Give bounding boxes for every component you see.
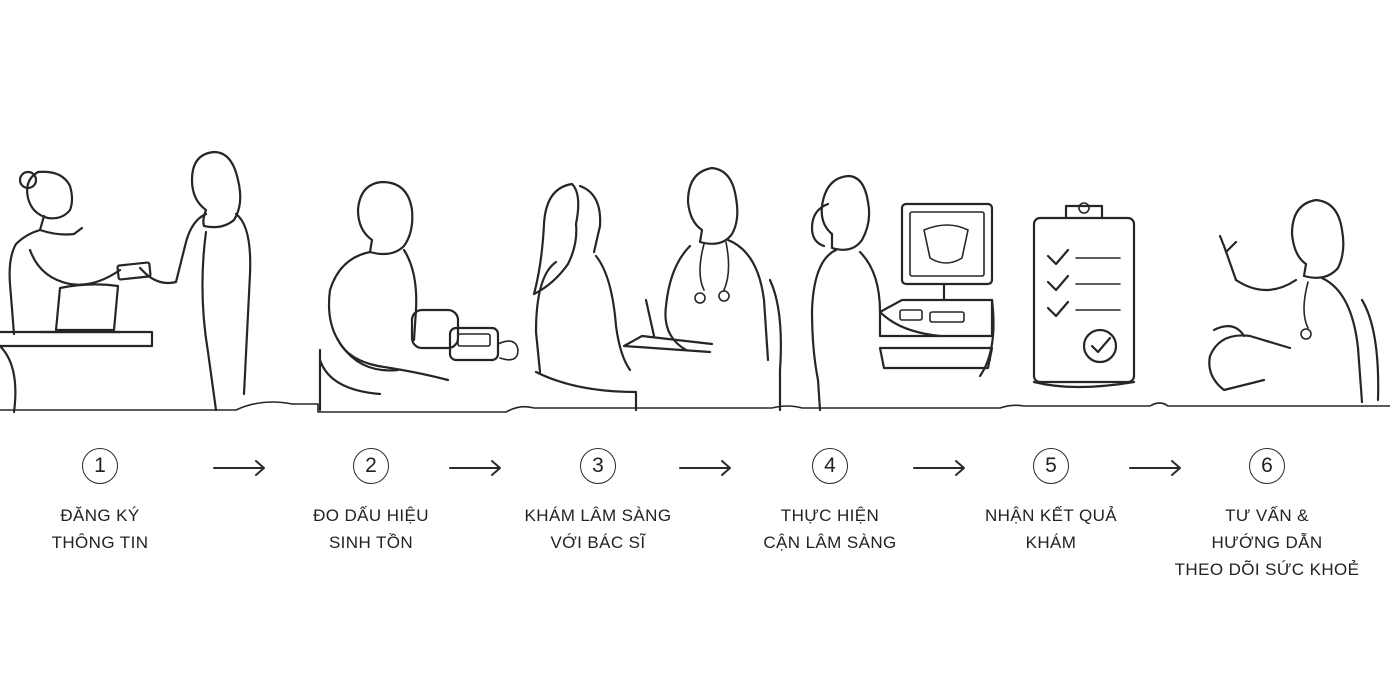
step-number-badge: 4 (812, 448, 848, 484)
step-label: THỰC HIỆN CẬN LÂM SÀNG (720, 502, 940, 556)
step-label: TƯ VẤN & HƯỚNG DẪN THEO DÕI SỨC KHOẺ (1157, 502, 1377, 583)
step-label: ĐO DẤU HIỆU SINH TỒN (261, 502, 481, 556)
step-3: 3 KHÁM LÂM SÀNG VỚI BÁC SĨ (488, 448, 708, 556)
step-label: KHÁM LÂM SÀNG VỚI BÁC SĨ (488, 502, 708, 556)
ultrasound-machine-icon (812, 176, 994, 410)
results-clipboard-icon (1034, 203, 1134, 387)
step-label: ĐĂNG KÝ THÔNG TIN (0, 502, 210, 556)
step-label: NHẬN KẾT QUẢ KHÁM (941, 502, 1161, 556)
step-number-badge: 6 (1249, 448, 1285, 484)
step-6: 6 TƯ VẤN & HƯỚNG DẪN THEO DÕI SỨC KHOẺ (1157, 448, 1377, 583)
blood-pressure-icon (320, 182, 518, 410)
step-number-badge: 2 (353, 448, 389, 484)
step-1: 1 ĐĂNG KÝ THÔNG TIN (0, 448, 210, 556)
doctor-consultation-icon (534, 168, 781, 410)
step-4: 4 THỰC HIỆN CẬN LÂM SÀNG (720, 448, 940, 556)
arrow-right-icon (212, 458, 268, 478)
step-number-badge: 3 (580, 448, 616, 484)
step-number-badge: 5 (1033, 448, 1069, 484)
doctor-advice-icon (1209, 200, 1378, 402)
registration-desk-icon (0, 152, 250, 412)
step-number-badge: 1 (82, 448, 118, 484)
continuous-line (0, 402, 1390, 412)
